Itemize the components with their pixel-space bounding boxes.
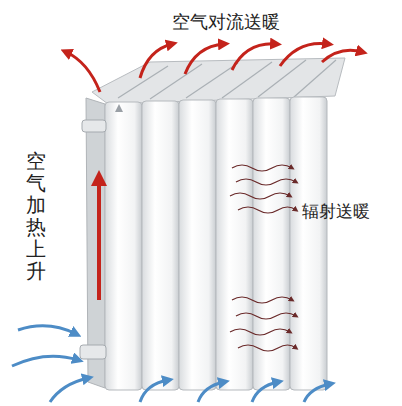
vertical-label: 空气加热上升 [26, 150, 46, 282]
annotation-label: 空气对流送暖 [172, 10, 280, 34]
annotation-label: 辐射送暖 [302, 200, 370, 223]
